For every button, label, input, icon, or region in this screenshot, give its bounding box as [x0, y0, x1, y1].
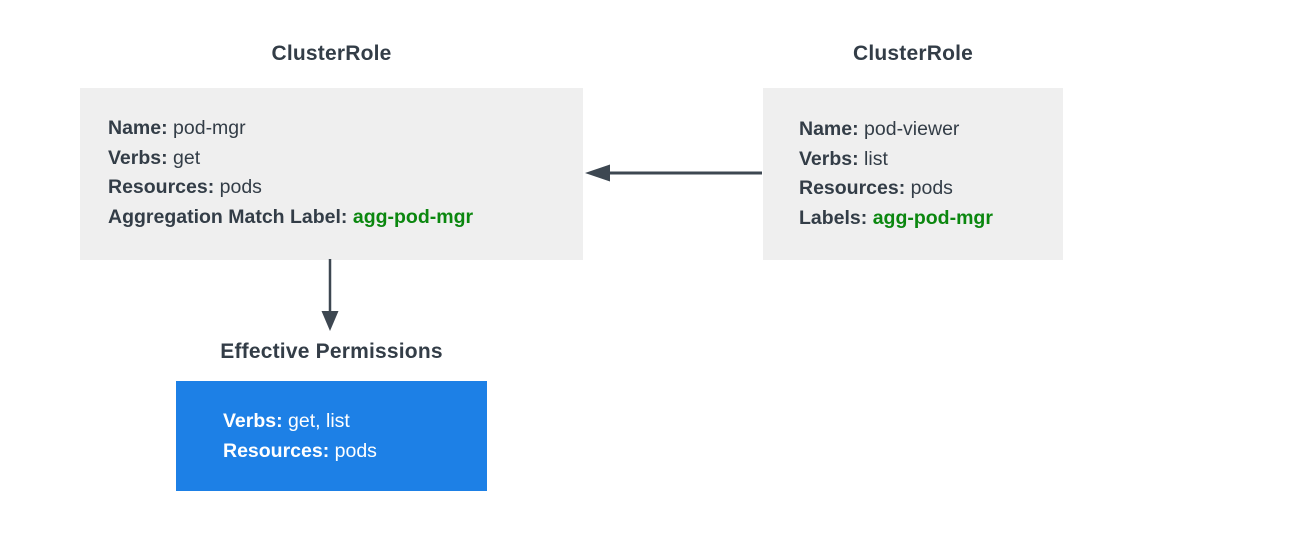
- field-label: Resources:: [108, 176, 215, 198]
- right-clusterrole-box: Name: pod-viewer Verbs: list Resources: …: [763, 88, 1063, 260]
- field-value: pods: [910, 177, 953, 199]
- field-value: list: [864, 147, 888, 170]
- arrowhead-down-icon: [321, 311, 339, 331]
- field-label: Aggregation Match Label:: [108, 205, 348, 228]
- left-clusterrole-box: Name: pod-mgr Verbs: get Resources: pods…: [80, 88, 583, 260]
- effective-permissions-title: Effective Permissions: [220, 340, 443, 363]
- field-row: Resources: pods: [108, 173, 583, 203]
- field-label: Name:: [799, 118, 859, 140]
- field-value: pods: [334, 439, 377, 462]
- field-value: pod-mgr: [173, 117, 246, 139]
- field-label: Resources:: [799, 177, 906, 199]
- field-label: Name:: [108, 117, 168, 139]
- field-row: Name: pod-viewer: [799, 115, 1063, 145]
- aggregation-match-label-value: agg-pod-mgr: [352, 205, 474, 228]
- aggregation-arrow-right-to-left: [585, 164, 762, 182]
- field-label: Verbs:: [223, 410, 283, 432]
- field-label: Labels:: [799, 206, 868, 229]
- left-clusterrole-title: ClusterRole: [271, 42, 392, 65]
- field-label: Verbs:: [799, 147, 859, 170]
- field-row: Name: pod-mgr: [108, 114, 583, 144]
- field-label: Verbs:: [108, 146, 168, 169]
- effective-permissions-arrow-down: [321, 259, 339, 331]
- labels-value: agg-pod-mgr: [872, 206, 993, 229]
- field-value: pod-viewer: [864, 118, 960, 140]
- field-row: Resources: pods: [223, 437, 487, 467]
- field-value: get, list: [288, 410, 350, 432]
- right-clusterrole-title: ClusterRole: [852, 42, 974, 65]
- field-row: Verbs: get, list: [223, 407, 487, 437]
- effective-permissions-box: Verbs: get, list Resources: pods: [176, 381, 487, 491]
- field-row: Labels: agg-pod-mgr: [799, 204, 1063, 234]
- arrowhead-left-icon: [585, 164, 610, 182]
- field-label: Resources:: [223, 439, 330, 462]
- field-row: Verbs: list: [799, 145, 1063, 175]
- field-row: Aggregation Match Label: agg-pod-mgr: [108, 203, 583, 233]
- field-value: get: [173, 146, 201, 169]
- field-row: Verbs: get: [108, 144, 583, 174]
- field-value: pods: [219, 176, 262, 198]
- field-row: Resources: pods: [799, 174, 1063, 204]
